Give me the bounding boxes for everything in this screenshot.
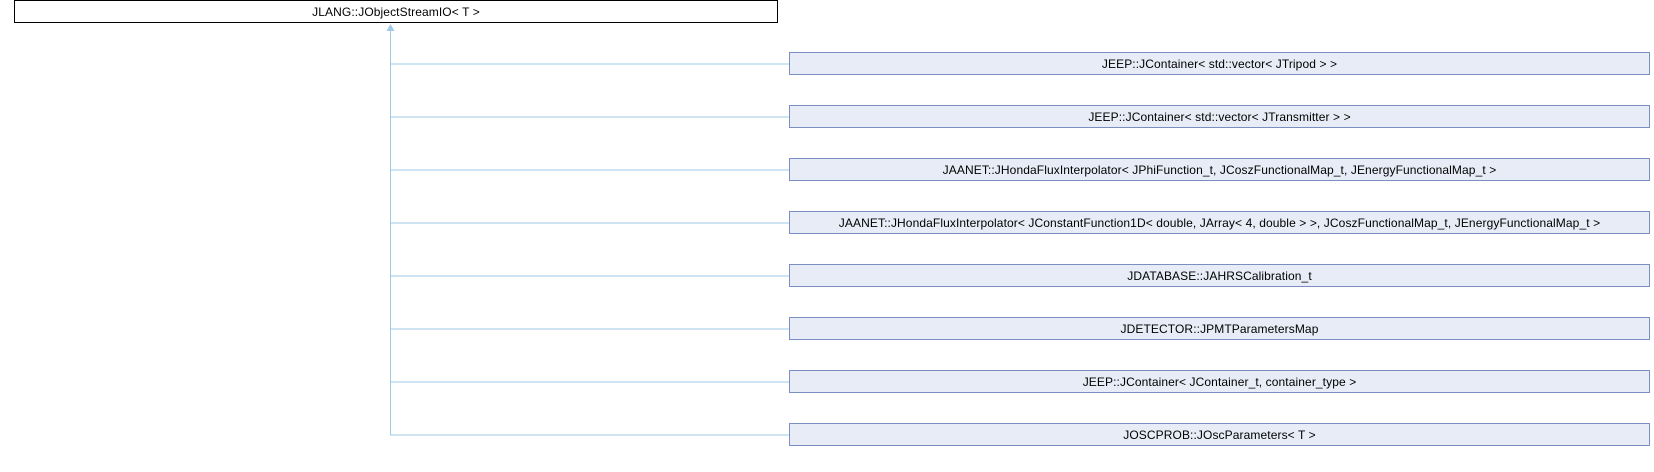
class-node[interactable]: JAANET::JHondaFluxInterpolator< JPhiFunc…: [789, 158, 1650, 181]
class-node-label: JOSCPROB::JOscParameters< T >: [1123, 427, 1316, 442]
class-node-label: JEEP::JContainer< std::vector< JTransmit…: [1088, 109, 1351, 124]
class-node-label: JDATABASE::JAHRSCalibration_t: [1127, 268, 1312, 283]
class-node-label: JLANG::JObjectStreamIO< T >: [312, 4, 480, 19]
class-node-label: JAANET::JHondaFluxInterpolator< JPhiFunc…: [942, 162, 1497, 177]
class-node[interactable]: JEEP::JContainer< std::vector< JTripod >…: [789, 52, 1650, 75]
class-node[interactable]: JEEP::JContainer< JContainer_t, containe…: [789, 370, 1650, 393]
class-node[interactable]: JDATABASE::JAHRSCalibration_t: [789, 264, 1650, 287]
class-node-label: JEEP::JContainer< JContainer_t, containe…: [1082, 374, 1357, 389]
class-node-label: JDETECTOR::JPMTParametersMap: [1120, 321, 1319, 336]
class-node[interactable]: JAANET::JHondaFluxInterpolator< JConstan…: [789, 211, 1650, 234]
class-node[interactable]: JEEP::JContainer< std::vector< JTransmit…: [789, 105, 1650, 128]
class-node-label: JEEP::JContainer< std::vector< JTripod >…: [1101, 56, 1338, 71]
class-node[interactable]: JOSCPROB::JOscParameters< T >: [789, 423, 1650, 446]
class-node[interactable]: JDETECTOR::JPMTParametersMap: [789, 317, 1650, 340]
inheritance-arrowhead-icon: [386, 24, 395, 31]
class-node-label: JAANET::JHondaFluxInterpolator< JConstan…: [838, 215, 1601, 230]
class-node-root[interactable]: JLANG::JObjectStreamIO< T >: [14, 0, 778, 23]
